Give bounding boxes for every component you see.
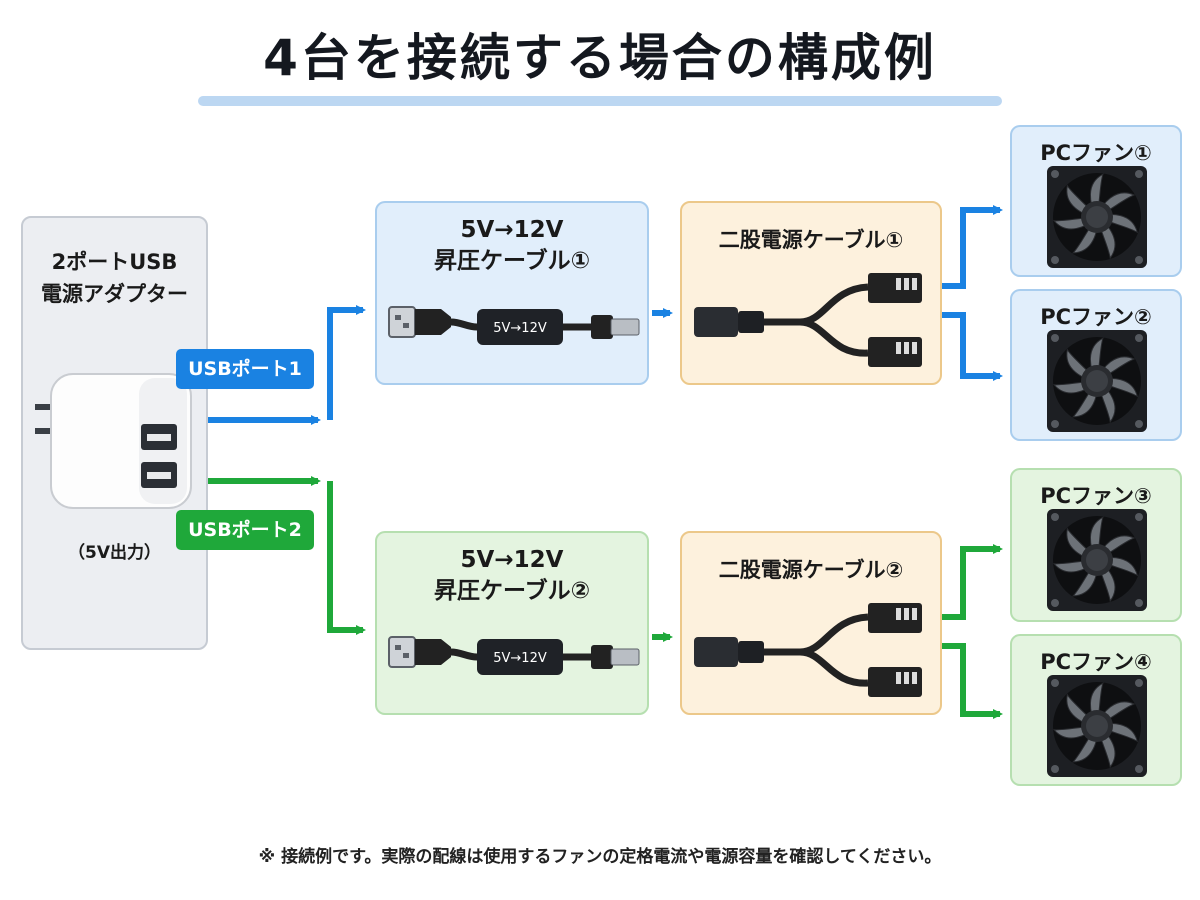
splitter2-graphic (694, 603, 922, 697)
splitter1-box: 二股電源ケーブル① (680, 201, 942, 385)
boost-cable1-title: 5V→12V 昇圧ケーブル① (433, 217, 591, 274)
fan4-box: PCファン④ (1010, 634, 1182, 786)
footnote: ※ 接続例です。実際の配線は使用するファンの定格電流や電源容量を確認してください… (258, 847, 942, 867)
splitter1-graphic (694, 273, 922, 367)
splitter2-box: 二股電源ケーブル② (680, 531, 942, 715)
arrow-splitter1-to-fan1 (942, 205, 1003, 289)
usb-adapter-icon (35, 373, 192, 509)
boost-cable2-box: 5V→12V 昇圧ケーブル② 5V→12V (375, 531, 649, 715)
fan3-icon (1047, 509, 1147, 611)
title-underline (198, 96, 1002, 106)
fan4-label: PCファン④ (1040, 650, 1152, 674)
adapter-title: 2ポートUSB 電源アダプター (41, 250, 188, 306)
arrow-port1-riser (327, 305, 366, 420)
fan1-icon (1047, 166, 1147, 268)
fan4-icon (1047, 675, 1147, 777)
usb-port2-label: USBポート2 (176, 510, 314, 550)
boost-cable1-box: 5V→12V 昇圧ケーブル① 5V→12V (375, 201, 649, 385)
arrow-splitter2-to-fan4 (942, 643, 1003, 719)
boost-cable2-title: 5V→12V 昇圧ケーブル② (433, 547, 591, 604)
fan1-label: PCファン① (1040, 141, 1152, 165)
fan3-box: PCファン③ (1010, 468, 1182, 622)
boost-cable2-graphic: 5V→12V (388, 636, 640, 675)
page-title: 4台を接続する場合の構成例 (263, 29, 937, 87)
usb-port1-label: USBポート1 (176, 349, 314, 389)
splitter2-title: 二股電源ケーブル② (718, 558, 904, 582)
adapter-output-note: （5V出力） (68, 543, 161, 563)
boost-cable1-graphic: 5V→12V (388, 306, 640, 345)
arrow-port2-drop (327, 481, 366, 635)
arrow-splitter1-to-fan2 (942, 312, 1003, 381)
splitter1-title: 二股電源ケーブル① (718, 228, 904, 252)
fan2-icon (1047, 330, 1147, 432)
boost-cable2-chip-label: 5V→12V (493, 651, 547, 666)
fan2-box: PCファン② (1010, 289, 1182, 441)
arrow-splitter2-to-fan3 (942, 544, 1003, 620)
adapter-box: 2ポートUSB 電源アダプター （5V出力） (21, 216, 208, 650)
boost-cable1-chip-label: 5V→12V (493, 321, 547, 336)
fan1-box: PCファン① (1010, 125, 1182, 277)
fan2-label: PCファン② (1040, 305, 1152, 329)
fan3-label: PCファン③ (1040, 484, 1152, 508)
